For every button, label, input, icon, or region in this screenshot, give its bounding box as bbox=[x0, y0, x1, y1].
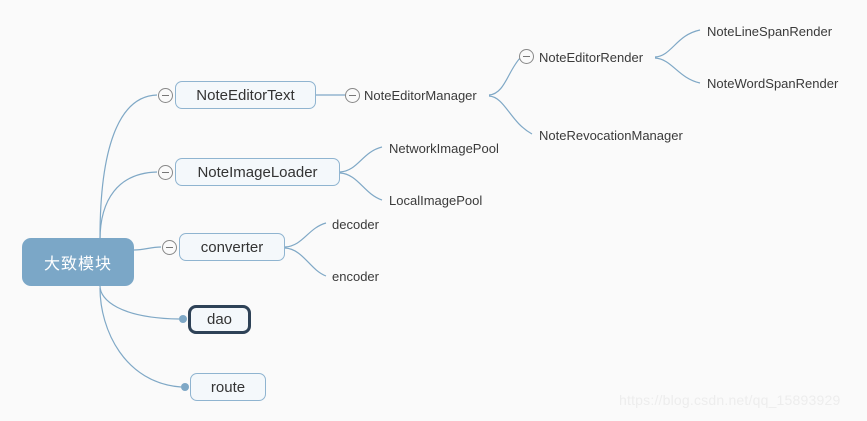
node-noteeditortext[interactable]: NoteEditorText bbox=[175, 81, 316, 109]
node-noteeditorrender-label: NoteEditorRender bbox=[539, 49, 644, 65]
edge-noteeditormanager-noterevocationmanager bbox=[488, 95, 533, 135]
node-notewordspanrender[interactable]: NoteWordSpanRender bbox=[707, 74, 842, 92]
watermark: https://blog.csdn.net/qq_15893929 bbox=[619, 392, 841, 408]
node-decoder[interactable]: decoder bbox=[332, 215, 392, 233]
node-noterevocationmanager[interactable]: NoteRevocationManager bbox=[539, 126, 689, 144]
node-converter[interactable]: converter bbox=[179, 233, 285, 261]
edge-noteeditorrender-notewordspanrender bbox=[654, 57, 701, 84]
toggle-noteeditortext[interactable] bbox=[158, 88, 173, 103]
node-encoder-label: encoder bbox=[332, 268, 379, 284]
node-noteimageloader-label: NoteImageLoader bbox=[197, 163, 318, 181]
edge-root-noteeditortext bbox=[99, 94, 158, 239]
node-route[interactable]: route bbox=[190, 373, 266, 401]
node-notelinespanrender-label: NoteLineSpanRender bbox=[707, 23, 833, 39]
edge-noteeditormanager-noteeditorrender bbox=[488, 56, 522, 96]
toggle-converter[interactable] bbox=[162, 240, 177, 255]
node-localimagepool[interactable]: LocalImagePool bbox=[389, 191, 494, 209]
node-networkimagepool-label: NetworkImagePool bbox=[389, 140, 499, 156]
connector-dot-dao bbox=[179, 315, 187, 323]
edge-root-route bbox=[99, 287, 182, 388]
edge-root-converter bbox=[133, 246, 162, 251]
edge-converter-decoder bbox=[284, 222, 327, 248]
node-notewordspanrender-label: NoteWordSpanRender bbox=[707, 75, 839, 91]
toggle-noteeditorrender[interactable] bbox=[519, 49, 534, 64]
node-encoder[interactable]: encoder bbox=[332, 267, 392, 285]
node-root[interactable]: 大致模块 bbox=[22, 238, 134, 286]
edge-noteimageloader-networkimagepool bbox=[339, 146, 383, 173]
node-localimagepool-label: LocalImagePool bbox=[389, 192, 483, 208]
node-noteimageloader[interactable]: NoteImageLoader bbox=[175, 158, 340, 186]
node-dao[interactable]: dao bbox=[188, 305, 251, 334]
node-noteeditorrender[interactable]: NoteEditorRender bbox=[539, 48, 655, 66]
edge-converter-encoder bbox=[284, 247, 327, 277]
toggle-noteeditormanager[interactable] bbox=[345, 88, 360, 103]
edge-root-noteimageloader bbox=[99, 171, 158, 241]
node-networkimagepool[interactable]: NetworkImagePool bbox=[389, 139, 509, 157]
node-converter-label: converter bbox=[200, 238, 264, 256]
node-root-label: 大致模块 bbox=[43, 256, 112, 273]
node-noterevocationmanager-label: NoteRevocationManager bbox=[539, 127, 683, 143]
edge-noteimageloader-localimagepool bbox=[339, 172, 383, 201]
node-route-label: route bbox=[210, 378, 246, 396]
edge-noteeditorrender-notelinespanrender bbox=[654, 29, 701, 58]
node-noteeditormanager[interactable]: NoteEditorManager bbox=[364, 86, 489, 104]
edge-root-dao bbox=[99, 285, 180, 320]
node-noteeditormanager-label: NoteEditorManager bbox=[364, 87, 477, 103]
node-dao-label: dao bbox=[206, 311, 233, 328]
node-decoder-label: decoder bbox=[332, 216, 379, 232]
toggle-noteimageloader[interactable] bbox=[158, 165, 173, 180]
node-notelinespanrender[interactable]: NoteLineSpanRender bbox=[707, 22, 837, 40]
node-noteeditortext-label: NoteEditorText bbox=[196, 86, 295, 104]
connector-dot-route bbox=[181, 383, 189, 391]
